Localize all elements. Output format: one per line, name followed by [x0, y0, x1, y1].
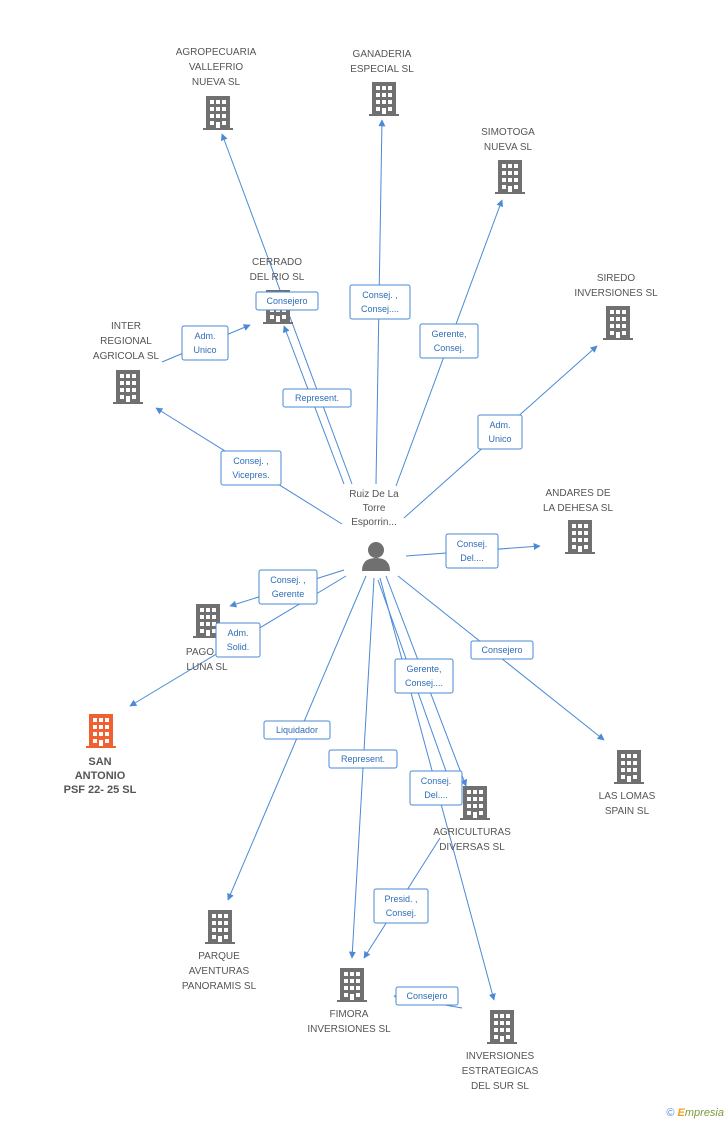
svg-text:Presid. ,Consej.: Presid. ,Consej.: [384, 894, 417, 918]
relation-parque[interactable]: Liquidador: [263, 720, 331, 740]
relation-inter-cerrado[interactable]: Adm.Unico: [181, 325, 229, 361]
svg-text:Represent.: Represent.: [341, 754, 385, 764]
building-icon: [337, 968, 367, 1002]
relation-inv-consejero[interactable]: Consejero: [395, 986, 459, 1006]
building-icon: [603, 306, 633, 340]
svg-text:Consej.Del....: Consej.Del....: [457, 539, 488, 563]
svg-text:Represent.: Represent.: [295, 393, 339, 403]
relation-laslomas[interactable]: Consejero: [470, 640, 534, 660]
relation-agri-gerente[interactable]: Gerente,Consej....: [394, 658, 454, 694]
relation-inter[interactable]: Consej. ,Vicepres.: [220, 450, 282, 486]
building-icon: [113, 370, 143, 404]
building-icon: [203, 96, 233, 130]
copyright-icon: ©: [666, 1107, 675, 1119]
person-icon: [362, 542, 390, 571]
relation-pago[interactable]: Consej. ,Gerente: [258, 569, 318, 605]
relation-fimora[interactable]: Represent.: [328, 749, 398, 769]
svg-text:Consejero: Consejero: [406, 991, 447, 1001]
relation-ganaderia[interactable]: Consej. ,Consej....: [349, 284, 411, 320]
empresia-watermark: ©Empresia: [666, 1107, 724, 1119]
svg-text:Consej. ,Vicepres.: Consej. ,Vicepres.: [232, 456, 269, 480]
svg-text:Adm.Unico: Adm.Unico: [193, 331, 216, 355]
relation-agri-del[interactable]: Consej.Del....: [409, 770, 463, 806]
building-icon: [369, 82, 399, 116]
svg-text:Consej.Del....: Consej.Del....: [421, 776, 452, 800]
svg-text:Liquidador: Liquidador: [276, 725, 318, 735]
svg-text:Consej. ,Consej....: Consej. ,Consej....: [361, 290, 399, 314]
svg-text:Consejero: Consejero: [481, 645, 522, 655]
building-icon: [495, 160, 525, 194]
building-icon: [487, 1010, 517, 1044]
relation-labels: Consejero Consej. ,Consej.... Gerente,Co…: [181, 284, 534, 1006]
building-icon: [614, 750, 644, 784]
building-icon: [205, 910, 235, 944]
svg-text:Gerente,Consej.: Gerente,Consej.: [431, 329, 466, 353]
relation-siredo[interactable]: Adm.Unico: [477, 414, 523, 450]
relation-represent-cerrado[interactable]: Represent.: [282, 388, 352, 408]
building-icon-highlight: [86, 714, 116, 748]
relation-simotoga[interactable]: Gerente,Consej.: [419, 323, 479, 359]
relation-cerrado[interactable]: Consejero: [255, 291, 319, 311]
svg-text:Consej. ,Gerente: Consej. ,Gerente: [270, 575, 306, 599]
svg-text:Adm.Solid.: Adm.Solid.: [227, 628, 250, 652]
svg-text:Adm.Unico: Adm.Unico: [488, 420, 511, 444]
relation-andares[interactable]: Consej.Del....: [445, 533, 499, 569]
svg-text:Consejero: Consejero: [266, 296, 307, 306]
building-icon: [460, 786, 490, 820]
building-icon: [565, 520, 595, 554]
svg-text:Gerente,Consej....: Gerente,Consej....: [405, 664, 443, 688]
relation-fimora-presid[interactable]: Presid. ,Consej.: [373, 888, 429, 924]
relation-sanantonio[interactable]: Adm.Solid.: [215, 622, 261, 658]
